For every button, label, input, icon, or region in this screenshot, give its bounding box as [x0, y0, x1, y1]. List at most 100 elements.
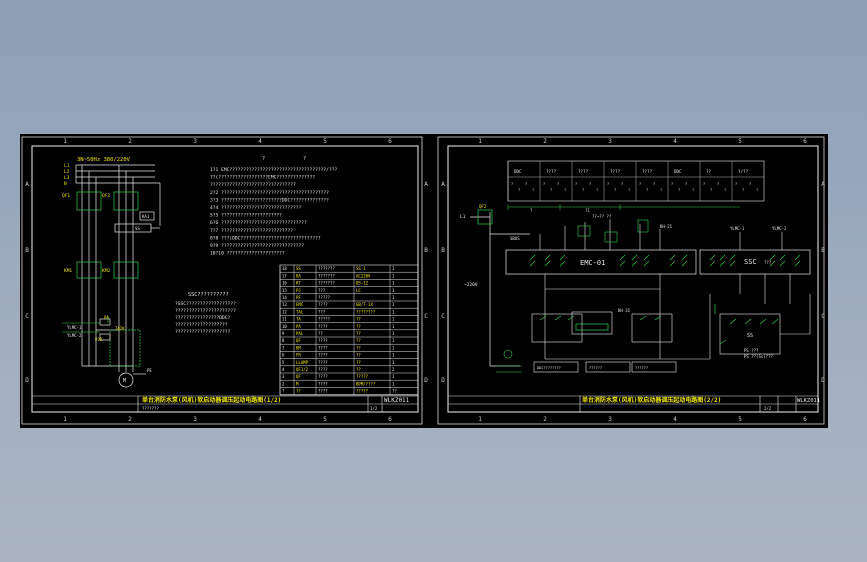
lamp-label-1: YLMC-1	[67, 325, 82, 330]
ftable-mark: ?	[678, 188, 680, 192]
column-number: 2	[128, 416, 132, 423]
note-line: 5?5 ??????????????????????	[210, 213, 282, 219]
ftable-mark: ?	[735, 182, 737, 186]
table-cell: KA	[296, 273, 301, 278]
motor-area	[82, 318, 146, 388]
phase-label: L2	[64, 169, 70, 175]
table-cell: ???????	[318, 266, 335, 271]
sheet1-sheet-cell: 1/2	[370, 406, 378, 411]
table-cell: ?	[282, 389, 285, 394]
contact-symbol	[544, 254, 551, 267]
emc-feeds	[539, 219, 661, 250]
table-cell: M	[296, 381, 299, 386]
ftable-mark: ?	[621, 182, 623, 186]
ssc-sub-label: ???	[764, 260, 772, 265]
column-number: 3	[608, 416, 612, 423]
ftable-mark: ?	[742, 188, 744, 192]
sheet2-inner-frame	[447, 145, 819, 413]
row-letter: A	[441, 181, 445, 188]
column-number: 3	[608, 138, 612, 145]
contact-symbol	[631, 254, 638, 267]
relay-label-ka1: KA1	[142, 214, 150, 219]
ruler-text-3: ??~?? ??	[592, 214, 612, 219]
ssc-note-line: ???????????????????	[175, 322, 228, 328]
row-letter: D	[441, 377, 445, 384]
table-cell: SS	[296, 266, 301, 271]
sheet2-sheet-cell: 2/2	[764, 406, 772, 411]
table-cell: 15	[282, 288, 287, 293]
table-cell: ????????	[356, 309, 376, 314]
ssc-note-line: ??????????????????????	[175, 308, 236, 314]
relay-label-ss: SS	[135, 226, 140, 231]
row-letter: B	[441, 247, 445, 254]
table-cell: ??	[356, 338, 361, 343]
sheet2-title: 单台消防水泵(风机)软启动器调压起动电路图(2/2)	[582, 396, 721, 404]
ftable-header: ????	[610, 169, 621, 174]
phase-label: L1	[64, 163, 70, 169]
table-cell: 1	[392, 331, 395, 336]
row-letter: C	[441, 313, 445, 320]
note-line: 8?8 ???(DDC?????????????????????????????	[210, 235, 321, 241]
ftable-mark: ?	[596, 188, 598, 192]
row-letter: A	[424, 181, 428, 188]
note-line: 9?9 ??????????????????????????????	[210, 243, 304, 249]
emc-01-block	[505, 249, 697, 275]
ftable-mark: ?	[749, 182, 751, 186]
supply-label: 3N~50Hz 380/220V	[77, 157, 131, 163]
ssc-note-line: ????????????????DDC?	[175, 315, 231, 321]
sheet1-drawing-number: WLKZ011	[384, 397, 410, 404]
ftable-mark: ?	[614, 188, 616, 192]
ss-label: SS	[747, 333, 753, 339]
kt-label-1: YLMC-1	[730, 226, 745, 231]
contact-symbol	[769, 254, 776, 267]
ftable-mark: ?	[575, 182, 577, 186]
control-supply	[470, 209, 530, 367]
table-cell: 1	[392, 288, 395, 293]
table-cell: ??	[318, 331, 323, 336]
note-line: 10?10 ?????????????????????	[210, 251, 285, 257]
table-cell: 7	[282, 345, 285, 350]
bottom-box	[585, 361, 631, 373]
ftable-mark: ?	[703, 182, 705, 186]
sheet2-outer-frame	[437, 136, 825, 425]
relay-code-pjd: PJD	[95, 337, 103, 342]
bottom-box-label: DDC????????	[537, 366, 561, 370]
table-cell: 5	[282, 360, 285, 365]
contact-symbol	[719, 254, 726, 267]
column-number: 4	[673, 416, 677, 423]
table-cell: EMC	[296, 302, 304, 307]
column-number: 4	[258, 138, 262, 145]
table-cell: ???	[318, 288, 326, 293]
emc-contacts	[529, 254, 688, 267]
table-cell: 8	[282, 338, 285, 343]
supply-l1: L1	[460, 214, 466, 220]
table-cell: KM	[296, 345, 301, 350]
table-cell: GB/T-1X	[356, 302, 373, 307]
bottom-boxes: DDC????????????????????	[533, 361, 677, 373]
table-cell: ??	[356, 360, 361, 365]
table-cell: QF	[296, 374, 301, 379]
table-cell: TA	[296, 317, 301, 322]
ftable-header: ?/??	[738, 169, 749, 174]
ssc-feeds	[739, 232, 791, 304]
ftable-mark: ?	[525, 182, 527, 186]
sheet2-drawing-number: WLKZ011	[797, 398, 820, 404]
table-cell: 1	[392, 374, 395, 379]
column-number: 1	[478, 138, 482, 145]
ftable-mark: ?	[564, 188, 566, 192]
table-cell: FR	[296, 353, 301, 358]
ftable-mark: ?	[582, 188, 584, 192]
ftable-mark: ?	[557, 182, 559, 186]
column-number: 2	[543, 138, 547, 145]
table-cell: ?????	[318, 317, 331, 322]
feeder-2	[113, 165, 161, 354]
table-cell: PF	[296, 295, 301, 300]
relay-code-pa: PA	[104, 315, 109, 320]
note-line: 2?2 ????????????????????????????????????…	[210, 190, 329, 196]
ssc-contacts	[709, 254, 801, 267]
table-cell: ????	[318, 374, 328, 379]
breaker-qf2: QF2	[479, 204, 487, 209]
